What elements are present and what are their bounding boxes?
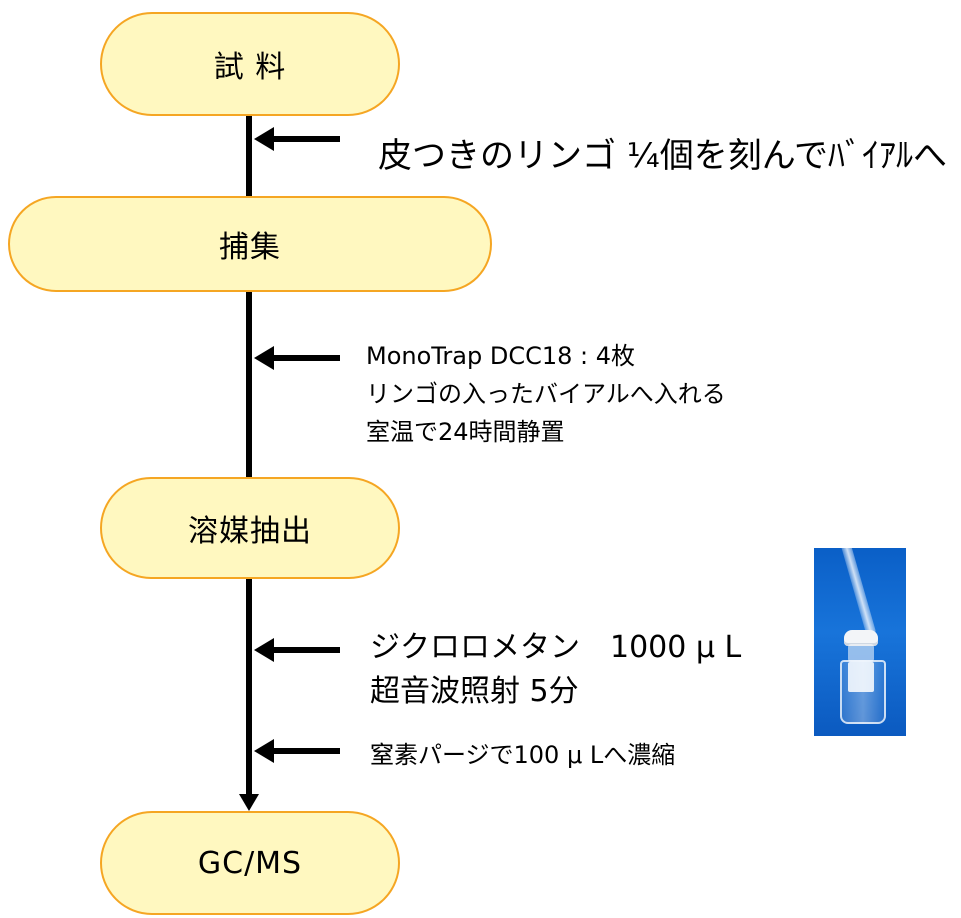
note-line: 窒素パージで100 μ Lへ濃縮 xyxy=(370,741,676,769)
step-note-concentration: 窒素パージで100 μ Lへ濃縮 xyxy=(370,738,675,772)
flow-node-label: 捕集 xyxy=(219,230,281,265)
flow-node-label: 溶媒抽出 xyxy=(188,514,312,549)
flow-connector xyxy=(246,292,252,477)
note-line: MonoTrap DCC18 : 4枚 xyxy=(366,342,636,370)
vial-cap-icon xyxy=(844,630,878,646)
flow-node-collection: 捕集 xyxy=(8,196,492,292)
left-arrow-icon xyxy=(254,739,340,763)
note-line: 皮つきのリンゴ ¼個を刻んでﾊﾞｲｱﾙへ xyxy=(378,136,948,176)
step-note-collection: MonoTrap DCC18 : 4枚 リンゴの入ったバイアルへ入れる 室温で2… xyxy=(366,337,726,451)
note-line: 室温で24時間静置 xyxy=(366,418,565,446)
left-arrow-icon xyxy=(254,638,340,662)
vial-icon xyxy=(840,660,886,724)
vial-photo xyxy=(814,548,906,736)
pipette-icon xyxy=(840,548,877,636)
left-arrow-icon xyxy=(254,346,340,370)
flow-connector xyxy=(246,116,252,196)
flow-node-label: GC/MS xyxy=(197,845,303,881)
note-line: 超音波照射 5分 xyxy=(370,674,579,709)
flow-node-sample: 試 料 xyxy=(100,12,400,116)
step-note-sample-prep: 皮つきのリンゴ ¼個を刻んでﾊﾞｲｱﾙへ xyxy=(378,136,947,176)
step-note-extraction: ジクロロメタン 1000 μ L 超音波照射 5分 xyxy=(370,626,741,714)
flow-node-solvent-extraction: 溶媒抽出 xyxy=(100,477,400,579)
note-line: リンゴの入ったバイアルへ入れる xyxy=(366,380,726,408)
note-line: ジクロロメタン 1000 μ L xyxy=(370,630,742,665)
left-arrow-icon xyxy=(254,127,340,151)
flow-connector xyxy=(246,579,252,794)
flow-node-label: 試 料 xyxy=(213,50,287,85)
down-arrow-icon xyxy=(239,794,259,811)
flow-node-gcms: GC/MS xyxy=(100,811,400,915)
